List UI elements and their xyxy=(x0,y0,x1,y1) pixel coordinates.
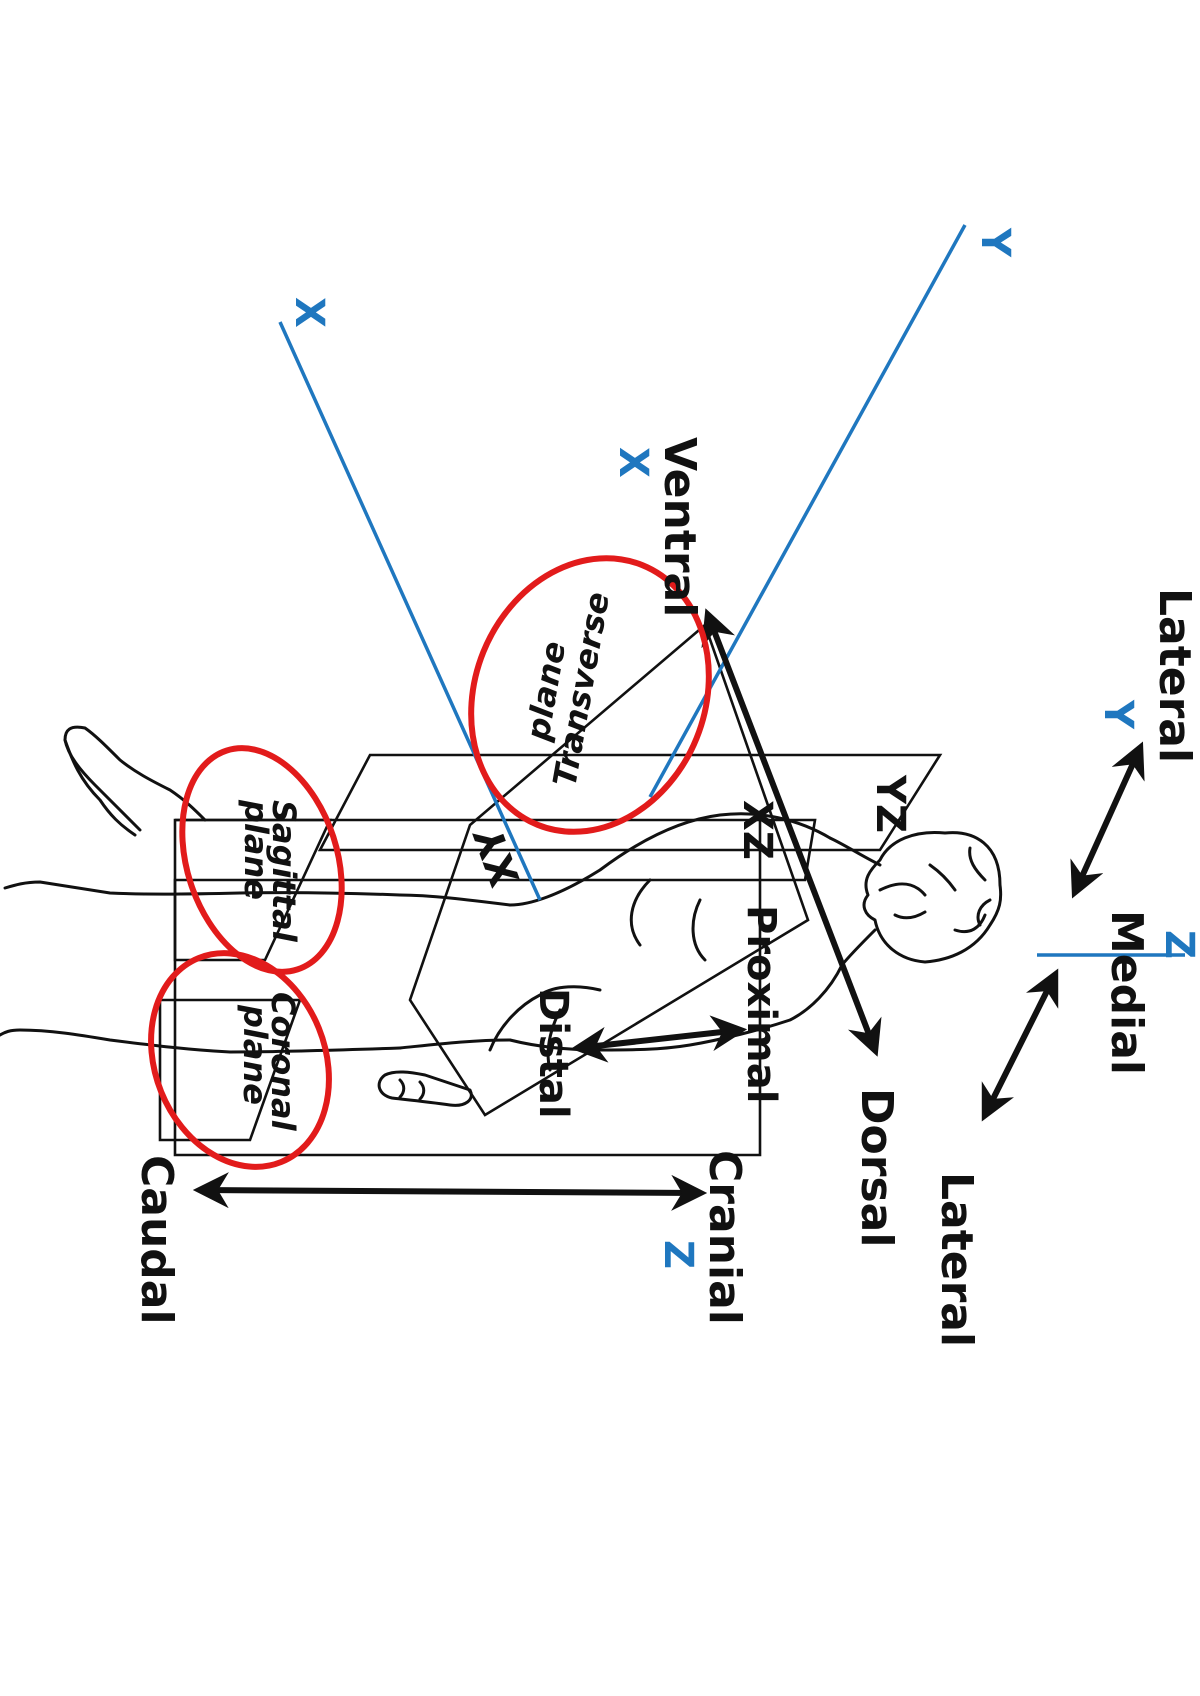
axis-letter-z-bottom: Z xyxy=(655,1240,701,1269)
label-ventral: Ventral xyxy=(654,437,705,617)
label-lateral-bottom: Lateral xyxy=(931,1172,982,1347)
hip-outline xyxy=(398,893,512,1050)
arm-outline xyxy=(488,985,602,1072)
cranial-caudal-arrow xyxy=(192,1172,708,1211)
sagittal-plane-box xyxy=(173,818,333,962)
leg-front-outline xyxy=(3,880,402,897)
lateral-medial-arrow-top xyxy=(1070,741,1145,899)
sagittal-label-line1: Sagittal xyxy=(265,800,303,943)
label-dorsal: Dorsal xyxy=(851,1088,902,1247)
label-cranial: Cranial xyxy=(699,1150,750,1325)
plane-label-xz: XZ xyxy=(734,800,780,860)
coronal-label-line2: plane xyxy=(236,1004,274,1105)
yz-plane-box xyxy=(317,753,943,852)
axis-letters: X Y X Y Z Z xyxy=(286,227,1200,1269)
label-distal: Distal xyxy=(530,988,576,1119)
axis-letter-x-near: X xyxy=(610,447,656,478)
plane-label-yz: YZ xyxy=(867,774,913,833)
bent-leg-outline xyxy=(63,725,207,832)
finger-detail xyxy=(398,1078,426,1101)
face-detail xyxy=(878,863,987,934)
x-axis-line-far xyxy=(278,321,542,901)
axis-letter-y-near: Y xyxy=(1095,699,1141,730)
direction-arrows xyxy=(192,608,1145,1211)
coronal-highlight xyxy=(148,950,332,1170)
axis-letter-y-far: Y xyxy=(972,227,1018,258)
hair-detail xyxy=(968,846,992,927)
sagittal-highlight xyxy=(179,745,345,975)
plane-label-xy: XY xyxy=(465,819,529,892)
direction-labels: Lateral Medial Lateral Ventral Dorsal Pr… xyxy=(131,437,1200,1347)
highlight-ellipses xyxy=(148,555,712,1170)
axis-letter-z-head: Z xyxy=(1156,930,1200,959)
transverse-highlight xyxy=(468,555,712,835)
label-lateral-top: Lateral xyxy=(1149,588,1200,763)
axis-lines xyxy=(278,224,1185,957)
coronal-label-line1: Coronal xyxy=(264,992,302,1132)
ventral-dorsal-arrow xyxy=(701,608,882,1057)
plane-labels: YZ XZ XY Transverse plane Sagittal plane… xyxy=(236,589,913,1131)
hand-outline xyxy=(377,1070,473,1107)
sagittal-label-line2: plane xyxy=(237,799,275,900)
proximal-distal-arrow xyxy=(570,1015,748,1063)
foot-detail xyxy=(63,738,137,837)
medial-lateral-arrow-bottom xyxy=(981,968,1059,1122)
head-outline xyxy=(862,830,1003,964)
chest-detail xyxy=(629,878,707,962)
label-proximal: Proximal xyxy=(738,905,784,1103)
label-caudal: Caudal xyxy=(131,1155,182,1325)
label-medial: Medial xyxy=(1101,910,1152,1075)
leg-back-outline xyxy=(0,1028,402,1054)
axis-letter-x-far: X xyxy=(286,297,332,328)
